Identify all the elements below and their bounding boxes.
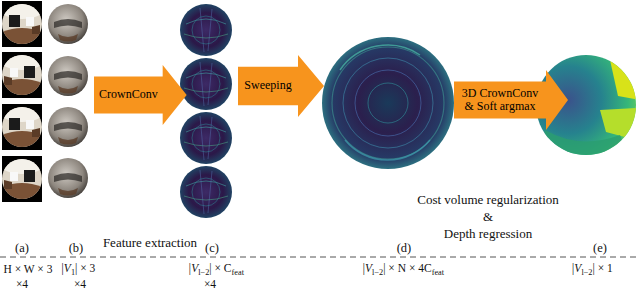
sphere-images	[48, 4, 88, 198]
label-text: Cost volume regularization	[417, 192, 559, 207]
label-group: (c)	[205, 241, 219, 256]
depth-sphere	[610, 55, 640, 100]
label-text: | × N × 4C	[383, 262, 432, 274]
feature-spheres	[180, 112, 232, 164]
label-text: Feature extraction	[103, 235, 197, 250]
arrow-label: CrownConv	[99, 88, 158, 101]
label-group: (d)	[397, 241, 412, 256]
label-text: ×4	[74, 278, 86, 290]
fisheye-images	[0, 50, 44, 98]
label-text: | × C	[209, 262, 231, 274]
subscript: l−2	[581, 268, 592, 277]
label-group: Cost volume regularization	[417, 192, 559, 208]
fisheye-images	[0, 0, 44, 47]
subscript: feat	[432, 268, 444, 277]
subscript: feat	[232, 268, 244, 277]
fisheye-images	[0, 0, 44, 202]
feature-spheres	[180, 4, 232, 218]
label-text: Depth regression	[444, 226, 532, 241]
cost-volume-sphere	[322, 37, 454, 169]
label-group: ×4	[204, 278, 216, 292]
label-group: |Vl−2| × Cfeat	[188, 262, 244, 278]
feature-spheres	[180, 166, 232, 218]
arrow-shape	[454, 70, 568, 130]
label-group: &	[483, 209, 493, 225]
label-group: ×4	[16, 278, 28, 292]
sphere-images	[48, 56, 88, 96]
label-text: ×4	[16, 278, 28, 290]
label-group: (a)	[15, 241, 29, 256]
feature-spheres	[180, 4, 232, 56]
label-text: | × 3	[75, 262, 95, 274]
label-group: Depth regression	[444, 226, 532, 242]
dashed-divider	[0, 257, 640, 258]
cost-volume-sphere	[340, 45, 420, 70]
cost-volume-sphere	[343, 58, 433, 148]
label-group: H × W × 3	[4, 263, 53, 277]
label-group: |Vl−2| × 1	[571, 262, 613, 278]
label-group: |V1| × 3	[61, 262, 96, 278]
label-text: |V	[362, 262, 372, 274]
cost-volume-sphere	[322, 37, 454, 169]
label-text: &	[483, 209, 493, 224]
label-group: (e)	[593, 241, 607, 256]
depth-sphere	[540, 130, 630, 160]
feature-spheres	[180, 58, 232, 110]
arrow-label: 3D CrownConv & Soft argmax	[459, 87, 541, 113]
cost-volume-sphere	[355, 70, 421, 136]
block-arrow: Sweeping	[238, 55, 324, 117]
label-text: (a)	[15, 241, 29, 255]
cost-volume-sphere	[368, 83, 408, 123]
label-text: (e)	[593, 241, 607, 255]
subscript: l−2	[198, 268, 209, 277]
label-text: |V	[188, 262, 198, 274]
sphere-images	[48, 4, 88, 44]
label-text: | × 1	[592, 262, 612, 274]
label-text: ×4	[204, 278, 216, 290]
label-text: (d)	[397, 241, 412, 255]
arrow-label: Sweeping	[244, 79, 291, 92]
label-text: H × W × 3	[4, 263, 53, 275]
label-text: (c)	[205, 241, 219, 255]
sphere-images	[48, 158, 88, 198]
arrow-shape	[238, 55, 324, 117]
label-group: |Vl−2| × N × 4Cfeat	[362, 262, 444, 278]
cost-volume-sphere	[345, 140, 430, 160]
sphere-images	[48, 107, 88, 147]
subscript: l−2	[372, 268, 383, 277]
fisheye-images	[0, 102, 44, 150]
label-text: |V	[571, 262, 581, 274]
subscript: 1	[71, 268, 75, 277]
label-group: ×4	[74, 278, 86, 292]
label-group: Feature extraction	[103, 235, 197, 251]
depth-sphere	[600, 108, 636, 140]
fisheye-images	[0, 154, 44, 202]
label-group: (b)	[69, 241, 84, 256]
block-arrow: CrownConv	[94, 65, 187, 125]
label-text: (b)	[69, 241, 84, 255]
arrow-shape	[94, 65, 187, 125]
label-text: |V	[61, 262, 71, 274]
block-arrow: 3D CrownConv & Soft argmax	[454, 70, 568, 130]
